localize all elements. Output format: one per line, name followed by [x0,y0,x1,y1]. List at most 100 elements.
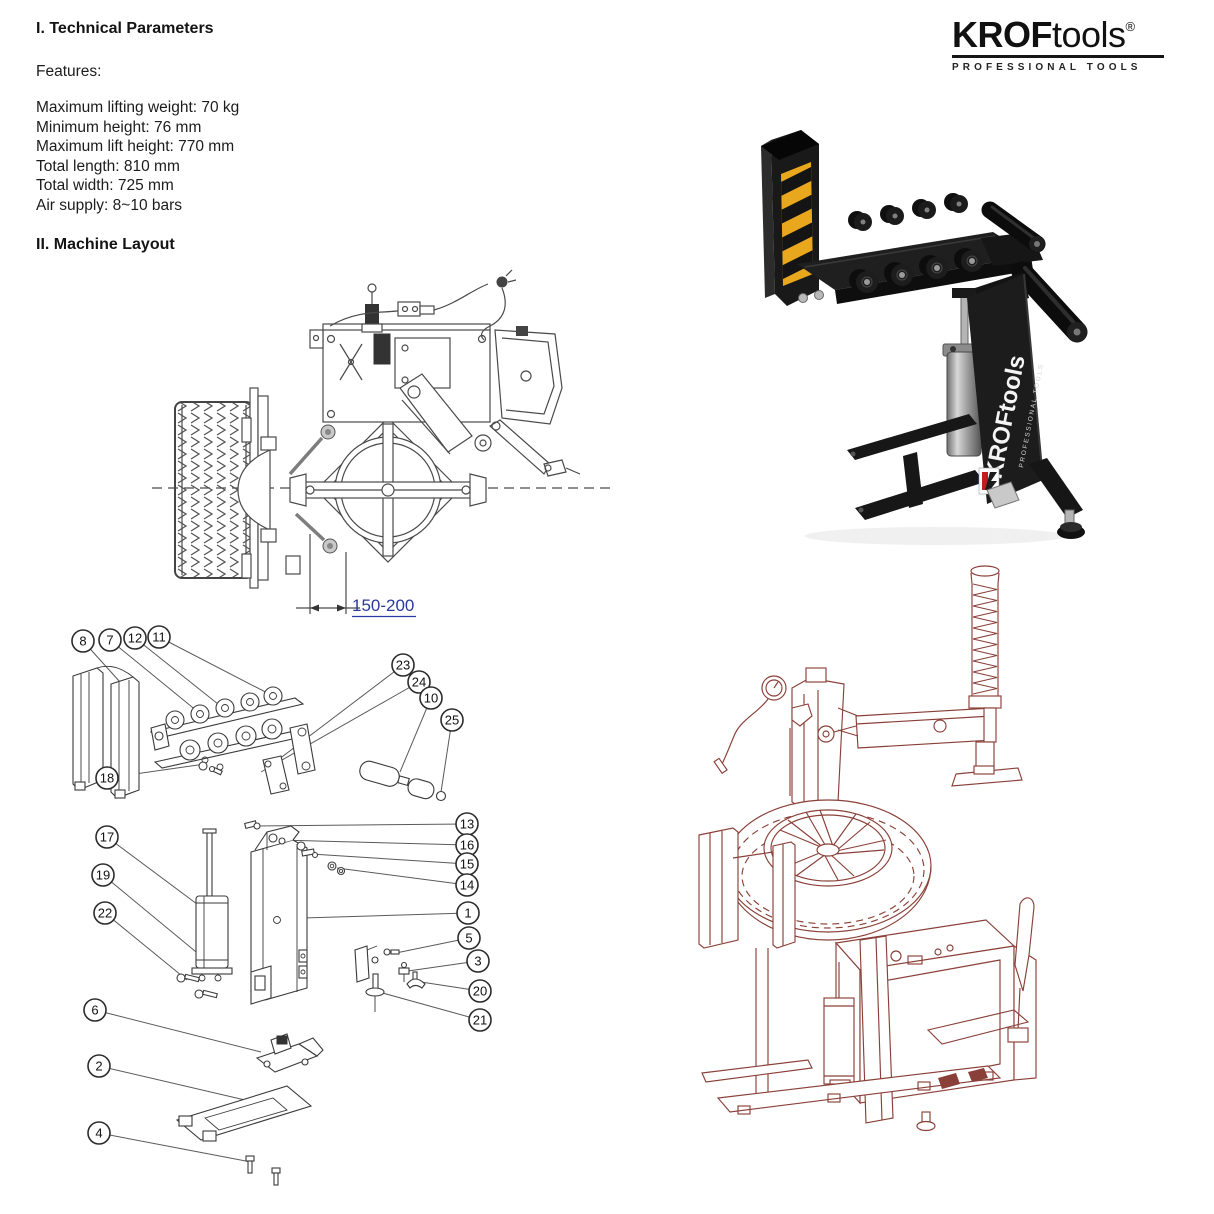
spec-line: Maximum lift height: 770 mm [36,138,235,155]
features-label: Features: [36,63,102,80]
callout-21: 21 [468,1008,492,1032]
callout-14: 14 [455,873,479,897]
clamp-table [289,417,487,563]
dimension-annotation: 150-200 [296,534,416,618]
svg-text:6: 6 [91,1003,98,1018]
svg-text:25: 25 [445,713,459,728]
roller-row-back [848,193,968,231]
callout-2: 2 [87,1054,111,1078]
part-screws [176,973,218,999]
swing-arm [855,707,1023,787]
side-lever [1007,897,1035,1043]
spec-line: Total width: 725 mm [36,177,174,194]
callout-11: 11 [147,625,171,649]
tire-and-rim [724,799,932,941]
callout-5: 5 [457,926,481,950]
section2-title: II. Machine Layout [36,236,175,253]
air-valve-and-cable [329,269,517,341]
callout-22: 22 [93,901,117,925]
part-column-body [250,825,308,1005]
callout-13: 13 [455,812,479,836]
shadow [805,527,1065,545]
brand-logo: KROFtools® PROFESSIONAL TOOLS [952,16,1164,73]
callout-6: 6 [83,998,107,1022]
svg-text:8: 8 [79,634,86,649]
callout-7: 7 [98,628,122,652]
svg-text:21: 21 [473,1013,487,1028]
svg-text:14: 14 [460,878,474,893]
part-bracket [72,665,140,799]
callout-12: 12 [123,626,147,650]
callout-25: 25 [440,708,464,732]
callout-1: 1 [456,901,480,925]
svg-text:5: 5 [465,931,472,946]
red-linework [698,565,1037,1132]
svg-text:24: 24 [412,675,426,690]
part-roller-pin [359,760,435,800]
main-column: KROFtools PROFESSIONAL TOOLS [967,272,1045,504]
lift-clamp-plates [698,827,796,1106]
callout-24: 24 [407,670,431,694]
callout-8: 8 [71,629,95,653]
svg-text:4: 4 [95,1126,102,1141]
callout-18: 18 [95,766,119,790]
machine-body [823,919,1037,1124]
technical-parameters-section: I. Technical Parameters Features: Maximu… [36,20,376,254]
base-rails [701,1059,1002,1132]
callout-4: 4 [87,1121,111,1145]
base-frame [847,414,985,520]
svg-text:13: 13 [460,817,474,832]
spec-line: Air supply: 8~10 bars [36,196,183,214]
right-frame-linkage [474,326,581,477]
svg-text:7: 7 [106,633,113,648]
tire-changer-drawing [698,565,1037,1132]
part-base-plate [175,1085,313,1142]
part-carriage [255,1033,324,1073]
callout-20: 20 [468,979,492,1003]
svg-text:2: 2 [95,1059,102,1074]
part-cylinder [191,828,233,982]
brand-tagline: PROFESSIONAL TOOLS [952,61,1142,73]
spec-line: Maximum lifting weight: 70 kg [36,99,240,116]
svg-text:20: 20 [473,984,487,999]
callout-3: 3 [466,949,490,973]
brand-light: tools [1052,14,1126,55]
wheel-clamp-bracket [237,387,338,589]
product-photo: KROFtools PROFESSIONAL TOOLS [761,130,1088,545]
svg-text:3: 3 [474,954,481,969]
spec-list: Maximum lifting weight: 70 kg Minimum he… [36,98,376,215]
brand-wordmark: KROFtools® [952,16,1164,58]
svg-text:16: 16 [460,838,474,853]
svg-text:22: 22 [98,906,112,921]
frame-assembly [309,323,491,455]
svg-text:11: 11 [152,630,166,645]
callout-23: 23 [391,653,415,677]
part-valve-cluster [354,945,426,1012]
machine-top-view-drawing: 150-200 [152,269,616,618]
helical-column [968,565,1002,717]
svg-text:10: 10 [424,691,438,706]
part-ring [435,790,447,802]
registered-mark: ® [1125,19,1136,34]
roller-row-front [849,248,983,293]
svg-text:23: 23 [396,658,410,673]
tower-and-gauge [713,667,859,811]
dimension-label: 150-200 [352,596,414,615]
spec-line: Total length: 810 mm [36,157,180,175]
exploded-parts-diagram: 8 7 12 11 23 24 10 25 18 17 19 22 13 16 … [71,625,492,1186]
callout-15: 15 [455,852,479,876]
svg-text:1: 1 [464,906,471,921]
brand-bold: KROF [952,14,1053,55]
part-bolts [245,1155,281,1186]
spec-line: Minimum height: 76 mm [36,118,202,136]
side-rollers [981,201,1088,343]
svg-text:19: 19 [96,868,110,883]
svg-text:15: 15 [460,857,474,872]
callout-17: 17 [95,825,119,849]
svg-text:17: 17 [100,830,114,845]
svg-text:12: 12 [128,631,142,646]
callout-19: 19 [91,863,115,887]
back-stop-panel [761,130,824,306]
part-fasteners-top [244,820,346,876]
badge-and-foot [978,458,1085,539]
